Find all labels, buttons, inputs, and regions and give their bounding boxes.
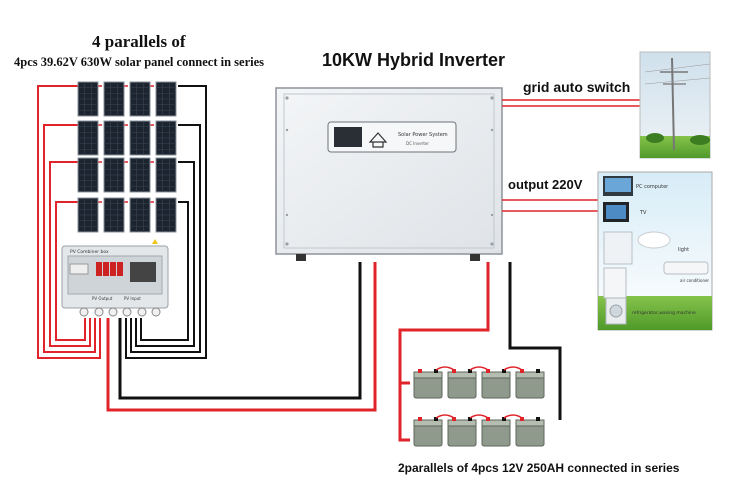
pv-combiner-box: PV Combiner box PV Output PV Input	[61, 239, 169, 317]
solar-panel	[103, 157, 125, 193]
battery-link	[469, 366, 489, 371]
combiner-title: PV Combiner box	[70, 249, 109, 255]
combiner-port-input: PV Input	[124, 296, 141, 301]
inverter-title: 10KW Hybrid Inverter	[322, 50, 506, 70]
battery-link	[435, 414, 455, 419]
solar-panel	[103, 81, 125, 117]
inverter-panel-line1: Solar Power System	[398, 132, 448, 138]
utility-pole-image	[639, 51, 711, 159]
battery-link	[435, 366, 455, 371]
battery-link	[469, 414, 489, 419]
battery-cables	[398, 262, 562, 442]
solar-panel	[77, 197, 99, 233]
battery	[447, 417, 477, 447]
solar-panel	[129, 157, 151, 193]
appliance-tv: TV	[639, 210, 647, 216]
solar-array	[77, 81, 177, 233]
appliances-image: PC computer TV light air conditioner ref…	[597, 171, 713, 331]
pv-cables	[106, 262, 377, 412]
battery	[413, 369, 443, 399]
battery-bank	[413, 366, 545, 447]
battery-bank-label: 2parallels of 4pcs 12V 250AH connected i…	[398, 461, 680, 475]
grid-lines	[502, 99, 640, 107]
appliance-aircon: air conditioner	[680, 278, 709, 283]
solar-panel	[103, 120, 125, 156]
warning-icon	[152, 239, 158, 244]
panel-parallels-label: 4 parallels of	[92, 32, 186, 51]
output-lines	[502, 199, 598, 212]
solar-panel	[129, 81, 151, 117]
battery	[413, 417, 443, 447]
solar-panel	[155, 81, 177, 117]
battery	[481, 369, 511, 399]
battery	[447, 369, 477, 399]
solar-panel	[103, 197, 125, 233]
solar-panel	[77, 81, 99, 117]
solar-panel	[77, 157, 99, 193]
solar-panel	[77, 120, 99, 156]
solar-panel	[129, 120, 151, 156]
solar-panel	[129, 197, 151, 233]
appliance-light: light	[678, 247, 689, 253]
solar-panel	[155, 197, 177, 233]
home-icon	[368, 132, 388, 148]
grid-switch-label: grid auto switch	[523, 79, 631, 95]
combiner-port-output: PV Output	[92, 296, 113, 301]
appliance-pc: PC computer	[636, 184, 669, 190]
output-label: output 220V	[508, 177, 583, 192]
battery	[515, 417, 545, 447]
battery	[481, 417, 511, 447]
panel-series-label: 4pcs 39.62V 630W solar panel connect in …	[14, 55, 265, 69]
solar-panel	[155, 157, 177, 193]
battery-link	[503, 366, 523, 371]
hybrid-inverter: Solar Power System DC Inverter	[275, 87, 503, 261]
battery-link	[503, 414, 523, 419]
battery	[515, 369, 545, 399]
solar-panel	[155, 120, 177, 156]
inverter-panel-line2: DC Inverter	[406, 141, 429, 146]
appliance-fridge-washer: refrigerator,wasing machine	[632, 310, 696, 316]
